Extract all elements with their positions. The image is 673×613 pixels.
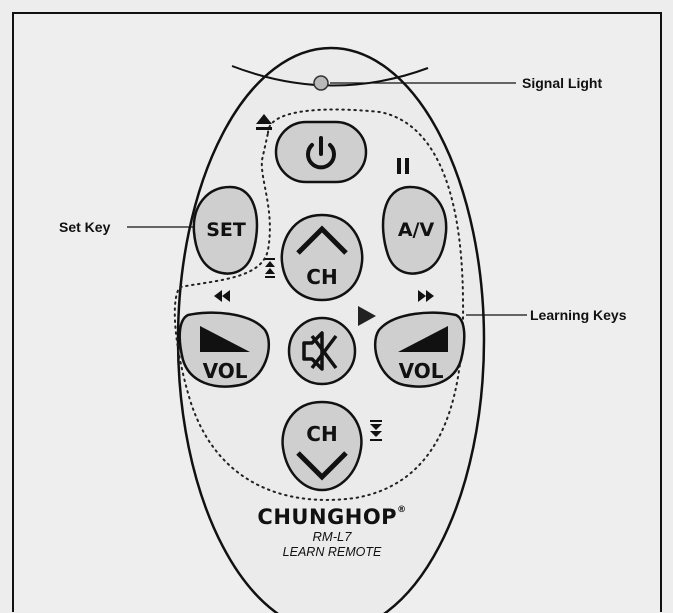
- rewind-icon: [214, 290, 230, 302]
- power-icon: [306, 136, 336, 170]
- brand-name: CHUNGHOP: [257, 505, 398, 529]
- mute-icon: [302, 331, 338, 371]
- skip-next-icon: [370, 420, 382, 441]
- set-key-callout: Set Key: [59, 219, 111, 235]
- volume-down-label: VOL: [203, 359, 248, 383]
- product-subtitle: LEARN REMOTE: [282, 545, 382, 559]
- power-button[interactable]: [274, 120, 368, 184]
- skip-prev-icon: [265, 258, 275, 278]
- av-button[interactable]: A/V: [381, 185, 448, 275]
- channel-up-button[interactable]: CH: [280, 213, 364, 302]
- channel-down-button[interactable]: CH: [281, 400, 363, 492]
- signal-light-callout: Signal Light: [522, 75, 603, 91]
- set-button[interactable]: SET: [192, 185, 259, 275]
- remote-top-divider: [231, 65, 429, 87]
- eject-icon: [256, 114, 272, 130]
- brand-logo: CHUNGHOP®: [237, 505, 427, 529]
- channel-down-label: CH: [306, 422, 337, 446]
- volume-up-button[interactable]: VOL: [373, 311, 466, 388]
- model-number: RM-L7: [312, 529, 352, 544]
- fast-forward-icon: [418, 290, 434, 302]
- learning-keys-boundary: [173, 108, 465, 501]
- signal-light: [313, 75, 329, 91]
- volume-up-ramp-icon: [398, 326, 448, 352]
- volume-down-ramp-icon: [200, 326, 250, 352]
- channel-up-label: CH: [306, 265, 337, 289]
- set-button-label: SET: [206, 219, 246, 241]
- learning-keys-callout: Learning Keys: [530, 307, 627, 323]
- play-icon: [358, 306, 376, 326]
- chevron-down-icon: [296, 451, 348, 481]
- registered-mark: ®: [397, 505, 407, 515]
- volume-up-label: VOL: [399, 359, 444, 383]
- chevron-up-icon: [296, 225, 348, 255]
- pause-icon: [397, 158, 409, 174]
- mute-button[interactable]: [287, 316, 357, 386]
- volume-down-button[interactable]: VOL: [178, 311, 271, 388]
- av-button-label: A/V: [398, 219, 435, 241]
